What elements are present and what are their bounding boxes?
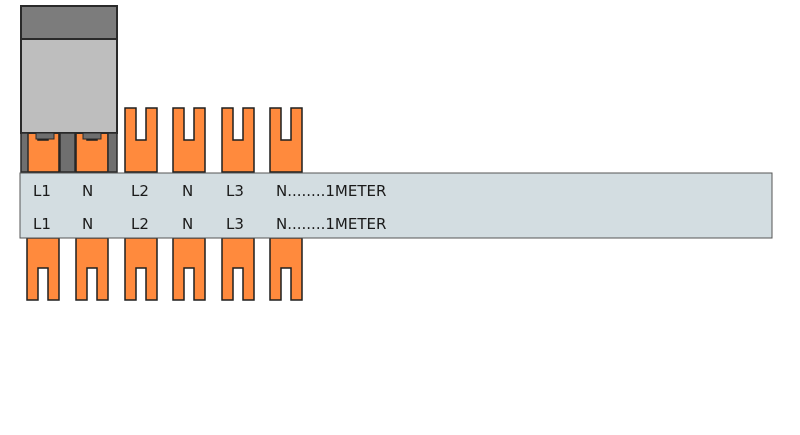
label-l3: L3: [226, 215, 244, 233]
breaker-top-cap: [20, 5, 118, 40]
bottom-pin-n: [172, 237, 206, 301]
label-l1: L1: [33, 182, 51, 200]
label-n-meter: N........1METER: [276, 182, 386, 200]
busbar-rail: [19, 172, 773, 239]
breaker-clip: [82, 132, 102, 140]
label-l2: L2: [131, 215, 149, 233]
breaker-side-mid: [59, 132, 76, 173]
bottom-pin-l3: [221, 237, 255, 301]
top-pins: [26, 107, 303, 173]
label-n: N: [82, 215, 93, 233]
breaker-side-right: [107, 132, 118, 173]
top-pin-l3: [221, 107, 255, 173]
breaker-clip: [35, 132, 55, 140]
top-pin-n: [172, 107, 206, 173]
label-n: N: [82, 182, 93, 200]
top-pin-l2: [124, 107, 158, 173]
bottom-pin-l2: [124, 237, 158, 301]
bottom-pin-n: [75, 237, 109, 301]
busbar-row-1: L1 N L2 N L3 N........1METER: [33, 182, 386, 200]
top-pin-n: [269, 107, 303, 173]
label-l2: L2: [131, 182, 149, 200]
label-n: N: [182, 215, 193, 233]
label-n: N: [182, 182, 193, 200]
label-l3: L3: [226, 182, 244, 200]
bottom-pin-n: [269, 237, 303, 301]
bottom-pin-l1: [26, 237, 60, 301]
circuit-breaker-icon: [20, 5, 118, 173]
label-n-meter: N........1METER: [276, 215, 386, 233]
busbar-row-2: L1 N L2 N L3 N........1METER: [33, 215, 386, 233]
bottom-pins: [26, 237, 303, 301]
breaker-side-left: [20, 132, 29, 173]
breaker-body: [20, 38, 118, 134]
label-l1: L1: [33, 215, 51, 233]
